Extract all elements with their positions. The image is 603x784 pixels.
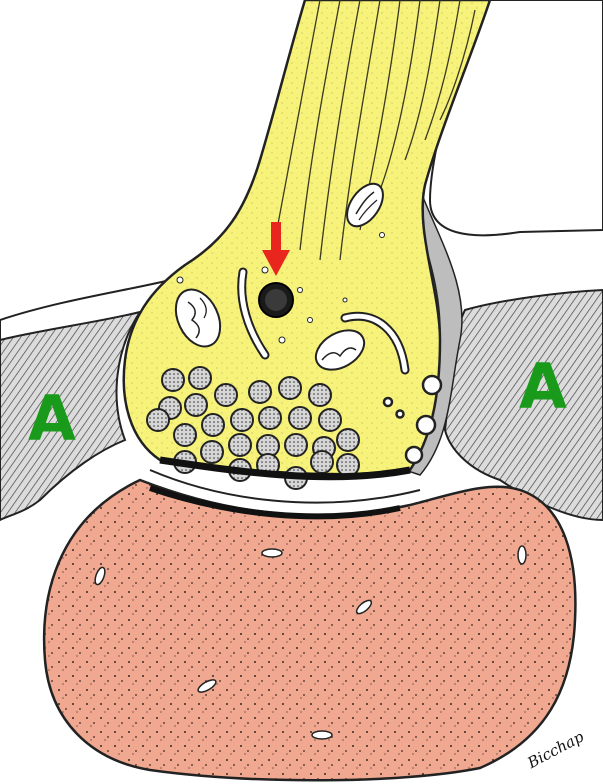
synaptic-vesicle (189, 367, 211, 389)
synaptic-vesicle (229, 434, 251, 456)
synaptic-vesicle (202, 414, 224, 436)
synaptic-vesicle (249, 381, 271, 403)
label-a-right: A (519, 350, 567, 423)
synaptic-vesicle (311, 451, 333, 473)
synaptic-vesicle (259, 407, 281, 429)
label-a-left: A (28, 382, 76, 455)
synaptic-vesicle (337, 429, 359, 451)
synaptic-vesicle (174, 424, 196, 446)
synaptic-vesicle (185, 394, 207, 416)
synaptic-vesicle (289, 407, 311, 429)
synaptic-vesicle (231, 409, 253, 431)
synaptic-vesicle (162, 369, 184, 391)
synaptic-vesicle (201, 441, 223, 463)
synaptic-vesicle (279, 377, 301, 399)
synaptic-vesicle (309, 384, 331, 406)
synaptic-vesicle (215, 384, 237, 406)
synaptic-vesicle (147, 409, 169, 431)
postsynaptic-dendrite (44, 480, 575, 780)
synaptic-vesicle (319, 409, 341, 431)
synaptic-vesicle (285, 434, 307, 456)
